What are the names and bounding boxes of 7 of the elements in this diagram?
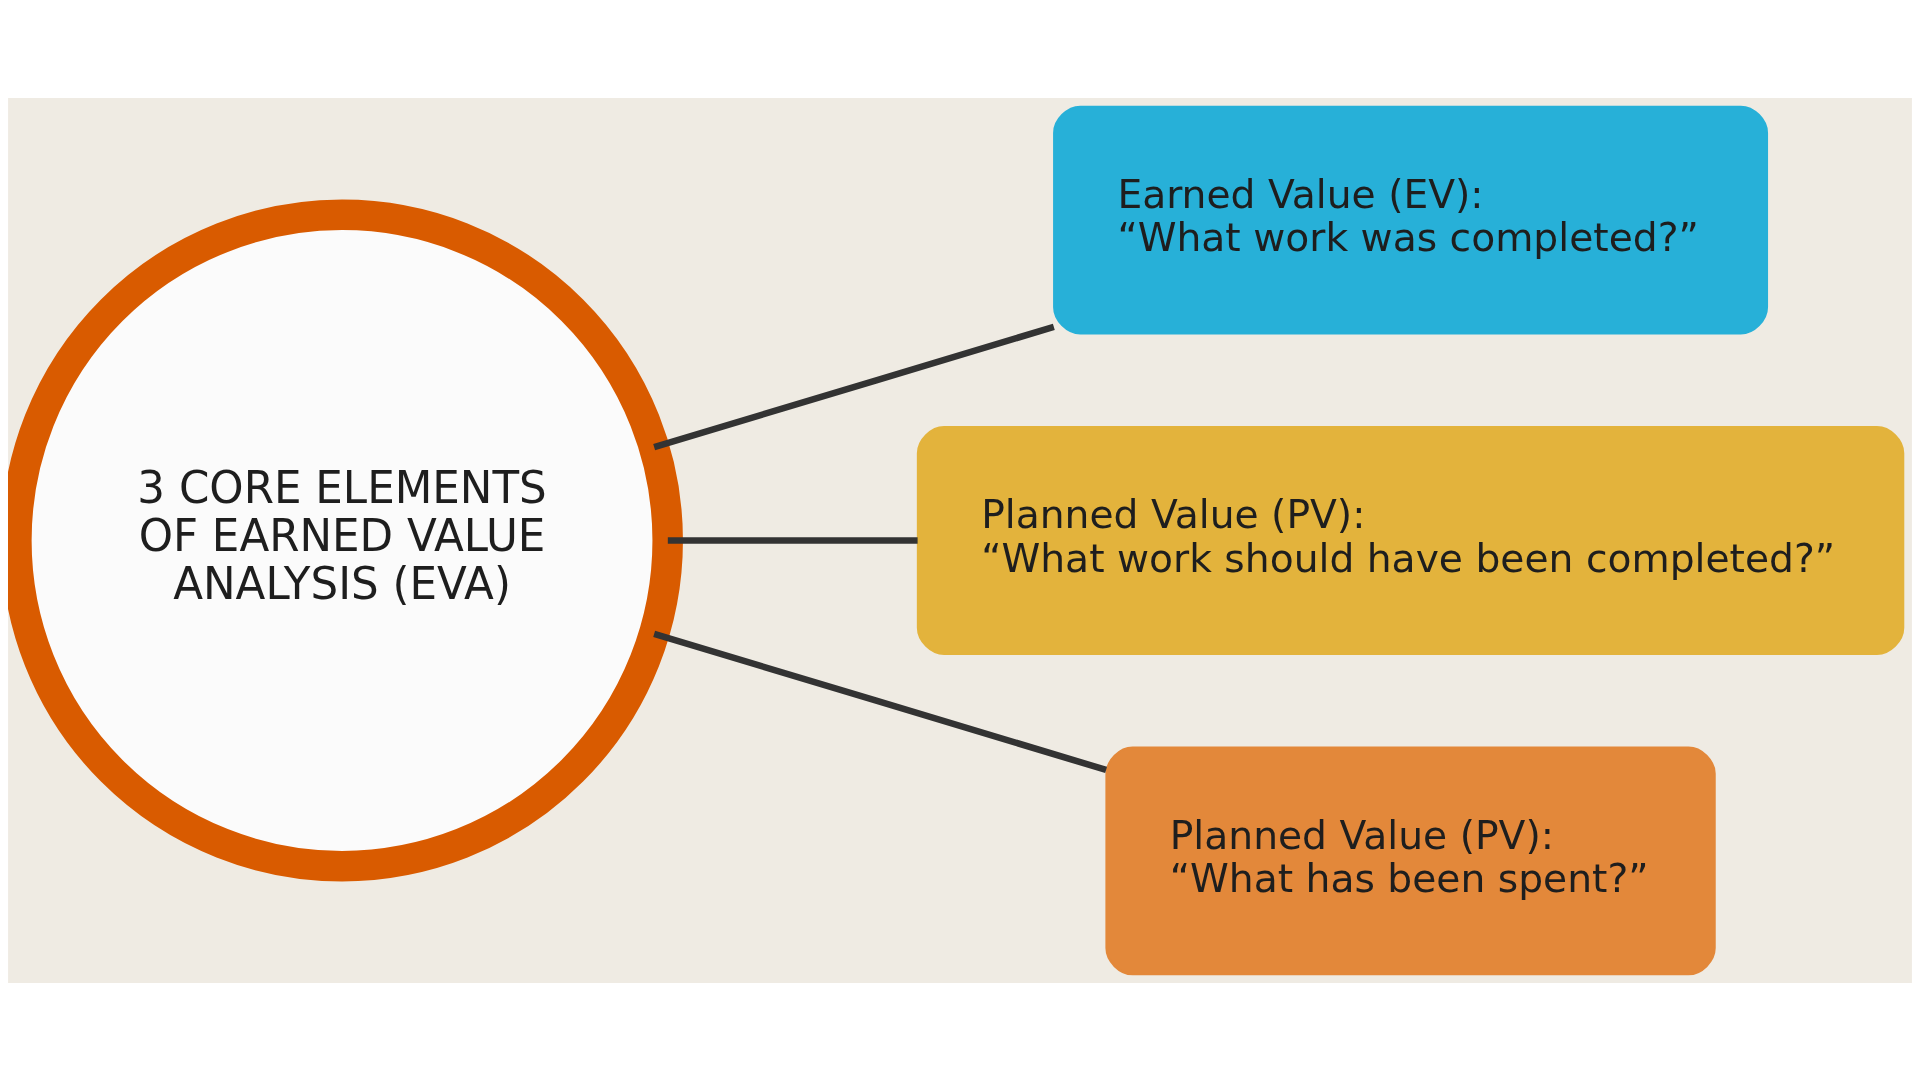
node-circle: 3 CORE ELEMENTS OF EARNED VALUE ANALYSIS (EVA) xyxy=(8,199,683,881)
node-box: Planned Value (PV): “What has been spent?” xyxy=(1105,746,1716,975)
connector xyxy=(667,536,918,544)
connector xyxy=(653,323,1055,450)
node-box: Planned Value (PV): “What work should have been completed?” xyxy=(916,425,1905,655)
connector xyxy=(653,630,1108,773)
node-box: Earned Value (EV): “What work was completed?” xyxy=(1053,105,1769,334)
